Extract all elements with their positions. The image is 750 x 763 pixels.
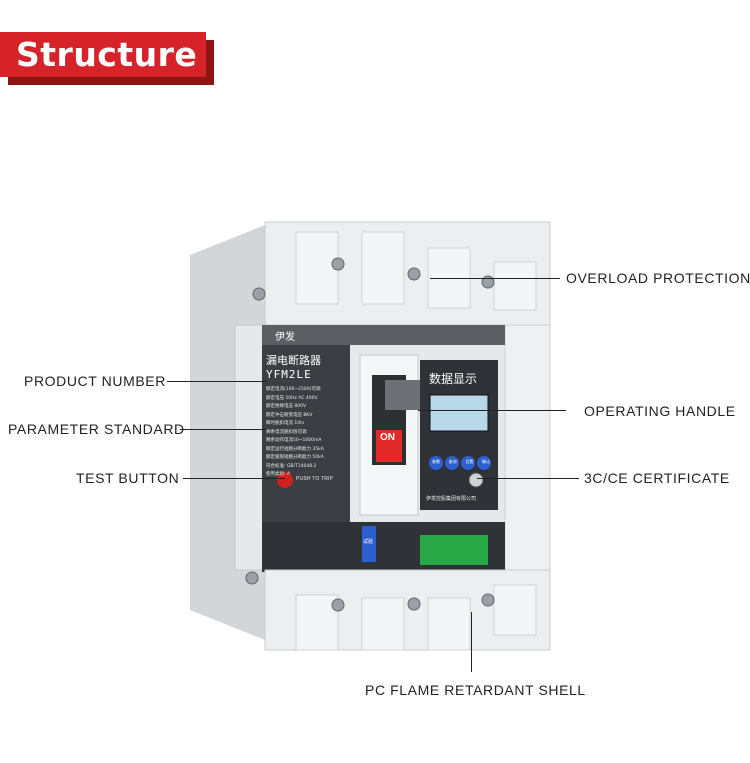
product-number-callout-line [167,381,267,382]
certificate-callout-line [477,478,579,479]
display-title: 数据显示 [429,372,478,386]
spec-line: 额定冲击耐受电压 8KV [266,412,313,418]
test-tag: 试验 [363,539,374,545]
test-button-label: TEST BUTTON [76,470,180,486]
handle-callout-line [418,410,566,411]
spec-line: 额定运行短路分断能力 35kA [266,446,324,452]
parameter-callout-line [180,429,267,430]
certificate-label: 3C/CE CERTIFICATE [584,470,730,486]
panel-button-label: 设置 [465,459,474,464]
test-button-callout-line [183,478,285,479]
display-panel [420,360,498,510]
spec-line: 额定电压 50Hz AC 400V [266,395,318,401]
spec-line: 剩余电流脱扣值可调 [266,429,307,435]
test-button-knob [277,472,293,488]
spec-line: 瞬时脱扣电流 10In [266,421,305,426]
panel-button-row: 参数 查询 设置 确认 [429,459,493,465]
page-title: Structure [0,32,206,77]
shell-callout-line [471,612,472,672]
overload-protection-label: OVERLOAD PROTECTION [566,270,750,286]
spec-line: 额定极限短路分断能力 50kA [266,455,324,460]
spec-line: 额定绝缘电压 800V [266,404,307,409]
brand-logo-text: 伊发 [275,332,295,343]
certificate-mark [468,472,484,488]
lcd-screen [429,394,489,432]
green-terminal [420,535,488,565]
company-name: 伊发控股集团有限公司 [426,496,477,502]
product-number-label: PRODUCT NUMBER [24,373,166,389]
spec-line: 使用类别: A [266,472,291,477]
spec-line: 额定电流(100~250A)可调 [266,387,321,392]
product-name: 漏电断路器 [266,354,321,367]
on-indicator [376,430,402,462]
overload-callout-line [430,278,560,279]
model-number: YFM2LE [266,368,312,381]
parameter-standard-label: PARAMETER STANDARD [8,421,185,437]
parameter-label-panel [262,345,350,523]
spec-line: 符合标准: GB/T14048.2 [266,463,317,469]
spec-line: 剩余动作电流50~1000mA [266,438,322,443]
spec-lines: 额定电流(100~250A)可调额定电压 50Hz AC 400V 额定绝缘电压 … [266,386,348,480]
panel-button-label: 参数 [432,459,440,464]
push-to-trip-label: PUSH TO TRIP [296,476,334,482]
flame-retardant-shell-label: PC FLAME RETARDANT SHELL [365,682,586,698]
on-label: ON [380,432,395,443]
panel-button-label: 查询 [448,459,457,464]
operating-handle-label: OPERATING HANDLE [584,403,736,419]
panel-button-label: 确认 [481,459,490,464]
